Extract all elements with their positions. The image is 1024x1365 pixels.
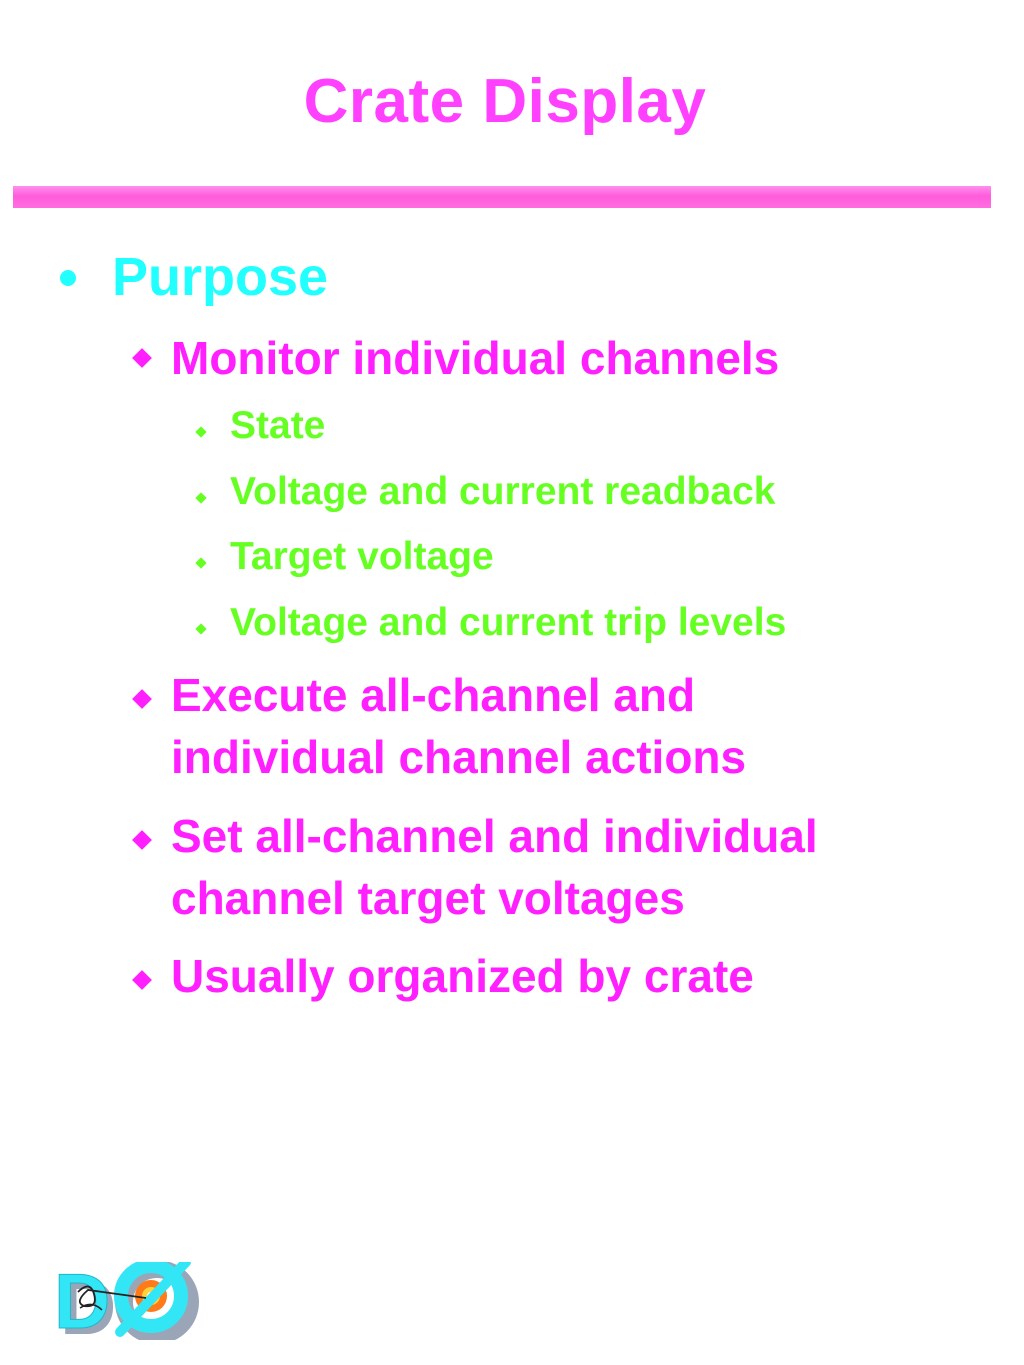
subbullet-voltage-current-readback-text: Voltage and current readback	[230, 470, 776, 513]
bullet-purpose: Purpose	[0, 240, 1000, 314]
bullet-monitor-channels-text: Monitor individual channels	[171, 332, 780, 384]
subbullet-target-voltage-text: Target voltage	[230, 535, 494, 578]
bullet-execute-actions-line2: individual channel actions	[171, 731, 747, 783]
bullet-organized-by-crate: Usually organized by crate	[0, 945, 1000, 1007]
bullet-monitor-channels: Monitor individual channels	[0, 327, 1000, 389]
slide-title: Crate Display	[303, 67, 707, 136]
diamond-bullet-icon	[132, 348, 152, 368]
bullet-organized-by-crate-text: Usually organized by crate	[171, 950, 754, 1002]
bullet-purpose-text: Purpose	[112, 247, 329, 307]
small-diamond-bullet-icon	[195, 492, 207, 504]
small-diamond-bullet-icon	[195, 426, 207, 438]
subbullet-target-voltage: Target voltage	[0, 529, 1000, 585]
diamond-bullet-icon	[132, 970, 152, 990]
d0-logo-icon: D D	[54, 1262, 199, 1340]
small-diamond-bullet-icon	[195, 557, 207, 569]
subbullet-state: State	[0, 398, 1000, 454]
subbullet-state-text: State	[230, 404, 326, 447]
title-underline-bar	[13, 186, 991, 208]
bullet-set-target-voltages-line1: Set all-channel and individual	[171, 810, 818, 862]
bullet-set-target-voltages: Set all-channel and individual channel t…	[0, 805, 1000, 929]
subbullet-voltage-current-readback: Voltage and current readback	[0, 464, 1000, 520]
bullet-execute-actions-line1: Execute all-channel and	[171, 669, 696, 721]
svg-text:D: D	[60, 1263, 116, 1340]
svg-text:D: D	[54, 1262, 110, 1340]
diamond-bullet-icon	[132, 830, 152, 850]
round-bullet-icon	[60, 270, 76, 286]
subbullet-trip-levels-text: Voltage and current trip levels	[230, 601, 787, 644]
diamond-bullet-icon	[132, 689, 152, 709]
bullet-execute-actions: Execute all-channel and individual chann…	[0, 664, 1000, 788]
bullet-set-target-voltages-line2: channel target voltages	[171, 872, 685, 924]
small-diamond-bullet-icon	[195, 623, 207, 635]
subbullet-trip-levels: Voltage and current trip levels	[0, 595, 1000, 651]
